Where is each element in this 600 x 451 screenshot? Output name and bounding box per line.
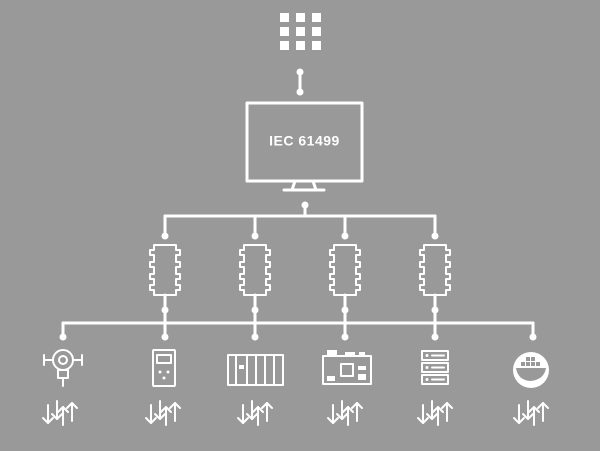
docker-icon (513, 352, 549, 388)
device-bus (59, 293, 537, 341)
monitor-label: IEC 61499 (269, 133, 340, 149)
controller-bus (161, 214, 439, 240)
drive-icon (152, 349, 176, 387)
up-down-arrows-icon (145, 400, 181, 426)
up-down-arrows-icon (513, 400, 549, 426)
up-down-arrows-icon (327, 400, 363, 426)
embedded-board-icon (322, 350, 372, 385)
server-icon (421, 350, 449, 385)
controller-chip-icon (419, 244, 451, 296)
up-down-arrows-icon (237, 400, 273, 426)
connector-monitor-bus (301, 201, 309, 218)
connector-grid-monitor (296, 68, 304, 96)
plc-rack-icon (227, 354, 284, 386)
controller-chip-icon (329, 244, 361, 296)
up-down-arrows-icon (42, 400, 78, 426)
controller-chip-icon (149, 244, 181, 296)
up-down-arrows-icon (417, 400, 453, 426)
sensor-icon (43, 349, 83, 387)
controller-chip-icon (239, 244, 271, 296)
monitor-icon: IEC 61499 (245, 101, 364, 192)
app-grid-icon (280, 13, 321, 50)
